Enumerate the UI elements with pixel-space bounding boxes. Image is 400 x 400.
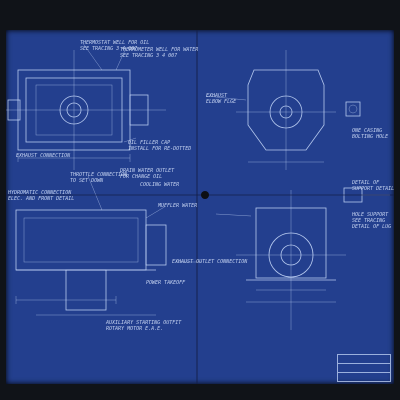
note-power-takeoff: POWER TAKEOFF	[146, 280, 186, 286]
note-exhaust-connection: EXHAUST CONNECTION	[16, 153, 71, 159]
note-cooling-water: COOLING WATER	[140, 182, 180, 188]
engine-drawing	[6, 41, 390, 330]
note-exhaust-outlet: EXHAUST OUTLET CONNECTION	[172, 259, 248, 265]
end-view-top	[236, 50, 336, 170]
title-block	[337, 354, 391, 382]
fold-line-horizontal	[6, 194, 394, 196]
side-elevation	[15, 209, 167, 316]
punch-hole-icon	[201, 191, 209, 199]
title-block-row	[338, 355, 390, 364]
plan-view-top	[6, 50, 166, 170]
note-muffler-water: MUFFLER WATER	[158, 203, 198, 209]
detail-top-right	[343, 101, 390, 203]
leader-lines	[81, 41, 252, 263]
title-block-row	[338, 364, 390, 373]
front-elevation	[236, 190, 346, 330]
fold-line-vertical	[196, 30, 198, 384]
blueprint-sheet	[6, 30, 394, 384]
